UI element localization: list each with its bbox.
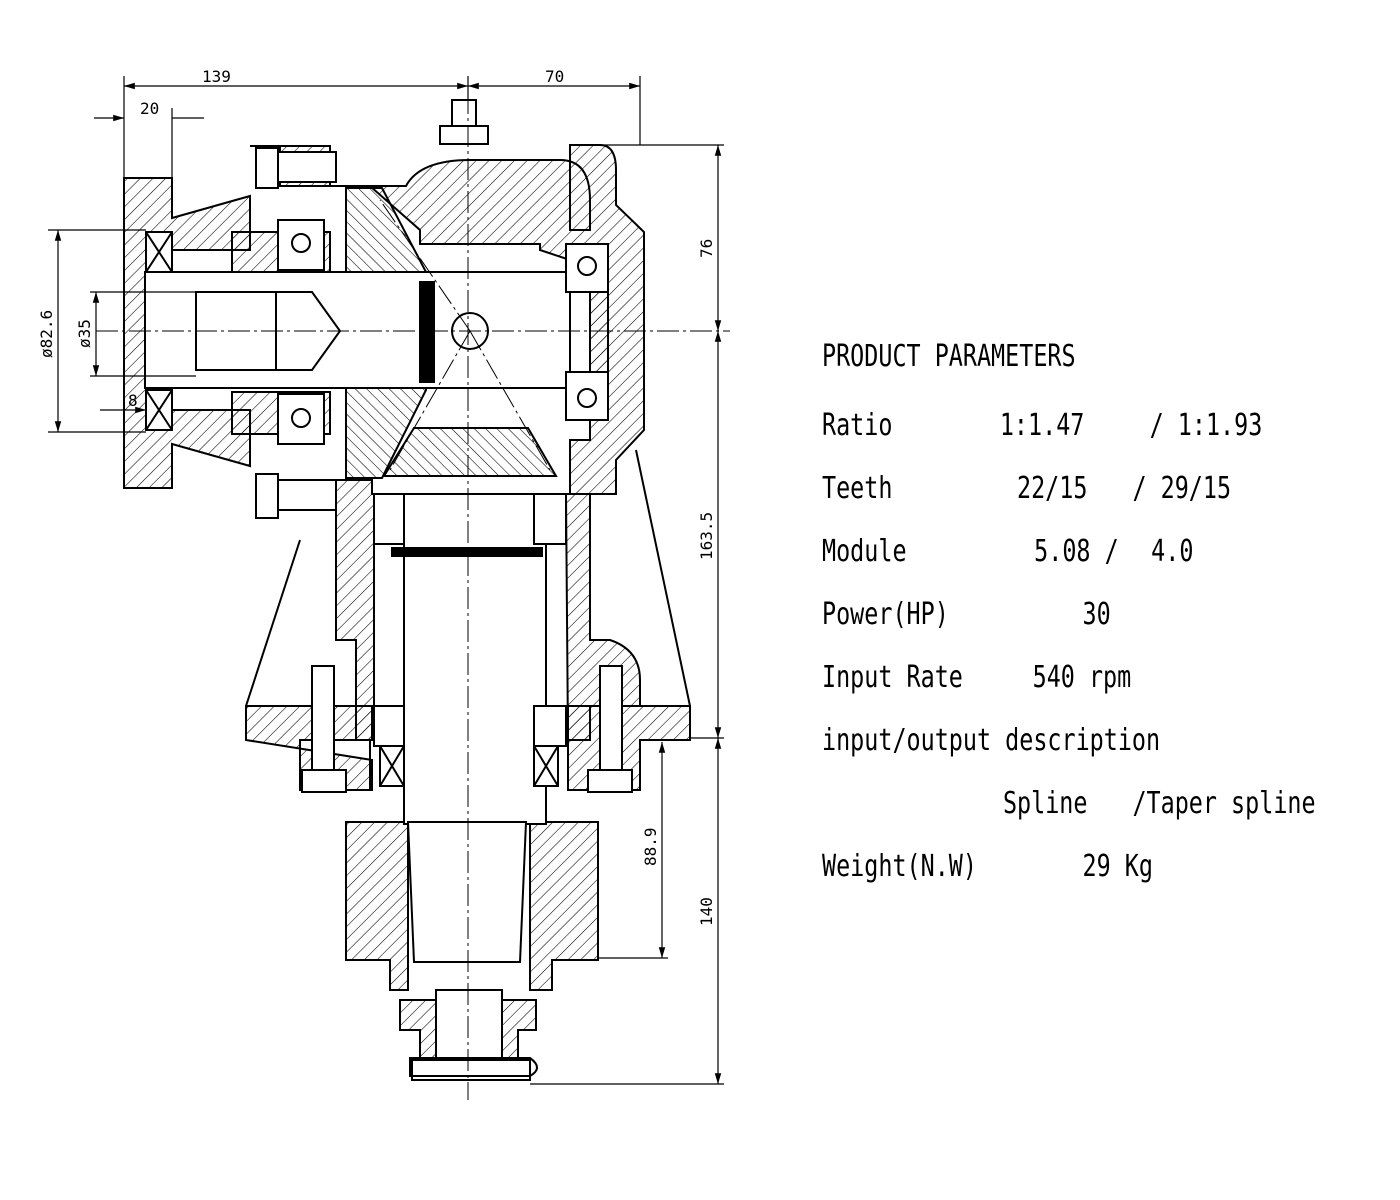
row-module: Module 5.08 / 4.0 <box>822 520 1259 583</box>
weight-value: 29 Kg <box>1082 849 1153 884</box>
power-value: 30 <box>1082 597 1111 632</box>
dim-76: 76 <box>697 239 716 258</box>
dim-70: 70 <box>545 67 564 86</box>
dim-163-5: 163.5 <box>697 512 716 560</box>
row-io-description: input/output description <box>822 709 1259 772</box>
center-lines <box>96 92 730 1100</box>
output-shaft <box>403 493 547 825</box>
input-rate-value: 540 rpm <box>1032 660 1132 695</box>
dimension-labels: 139 70 20 8 76 163.5 88.9 140 ø82.6 ø35 <box>37 67 716 926</box>
dim-20: 20 <box>140 99 159 118</box>
crown-gear <box>382 427 558 477</box>
module-value-2: 4.0 <box>1151 534 1194 569</box>
bolts <box>255 99 633 793</box>
dim-140: 140 <box>697 897 716 926</box>
dim-88-9: 88.9 <box>641 827 660 866</box>
row-input-rate: Input Rate 540 rpm <box>822 646 1259 709</box>
row-weight: Weight(N.W) 29 Kg <box>822 835 1259 898</box>
dimension-lines <box>48 76 724 1085</box>
product-parameters: PRODUCT PARAMETERS Ratio 1:1.47 / 1:1.93… <box>822 332 1316 898</box>
row-power: Power(HP) 30 <box>822 583 1259 646</box>
ratio-value-1: 1:1.47 <box>999 408 1085 443</box>
module-label: Module <box>822 534 907 569</box>
output-hub <box>345 821 409 991</box>
dim-8: 8 <box>128 391 138 410</box>
dim-139: 139 <box>202 67 231 86</box>
ratio-label: Ratio <box>822 408 893 443</box>
outline-lines <box>245 449 691 1077</box>
io-value-2: /Taper spline <box>1132 786 1316 821</box>
input-rate-label: Input Rate <box>822 660 963 695</box>
module-value-1: 5.08 / <box>1034 534 1119 569</box>
teeth-value-1: 22/15 <box>1017 471 1088 506</box>
vertical-housing <box>335 479 375 741</box>
io-label: input/output description <box>822 723 1161 758</box>
ratio-value-2: / 1:1.93 <box>1149 408 1263 443</box>
row-io-values: Spline /Taper spline <box>822 772 1316 835</box>
row-teeth: Teeth 22/15 / 29/15 <box>822 457 1259 520</box>
dim-35: ø35 <box>75 319 94 348</box>
io-value-1: Spline <box>1002 786 1088 821</box>
teeth-value-2: / 29/15 <box>1132 471 1232 506</box>
power-label: Power(HP) <box>822 597 949 632</box>
params-title: PRODUCT PARAMETERS <box>822 339 1076 374</box>
teeth-label: Teeth <box>822 471 893 506</box>
bearings <box>145 219 609 787</box>
dim-82-6: ø82.6 <box>37 310 56 358</box>
row-ratio: Ratio 1:1.47 / 1:1.93 <box>822 394 1262 457</box>
weight-label: Weight(N.W) <box>822 849 977 884</box>
